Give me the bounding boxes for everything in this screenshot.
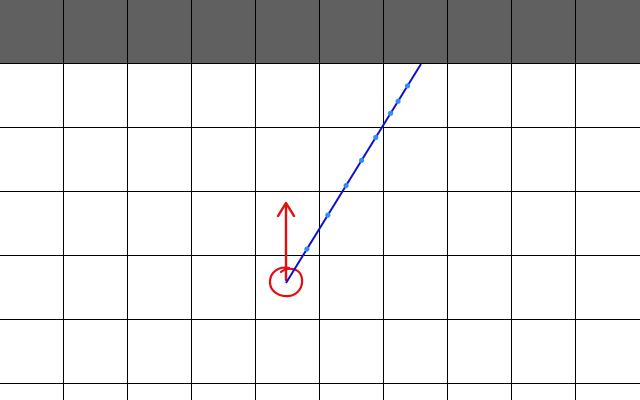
trajectory-point	[388, 110, 394, 116]
trajectory-point	[359, 157, 365, 163]
up-arrow-icon	[276, 201, 296, 218]
trajectory-dots	[304, 83, 411, 252]
trajectory-point	[395, 98, 401, 104]
trajectory-point	[373, 134, 379, 140]
trajectory-point	[325, 212, 331, 218]
trajectory-point	[343, 182, 349, 189]
trajectory-point	[304, 246, 310, 252]
player-marker	[268, 201, 304, 298]
trajectory-path	[285, 63, 422, 284]
trajectory-point	[404, 83, 411, 89]
